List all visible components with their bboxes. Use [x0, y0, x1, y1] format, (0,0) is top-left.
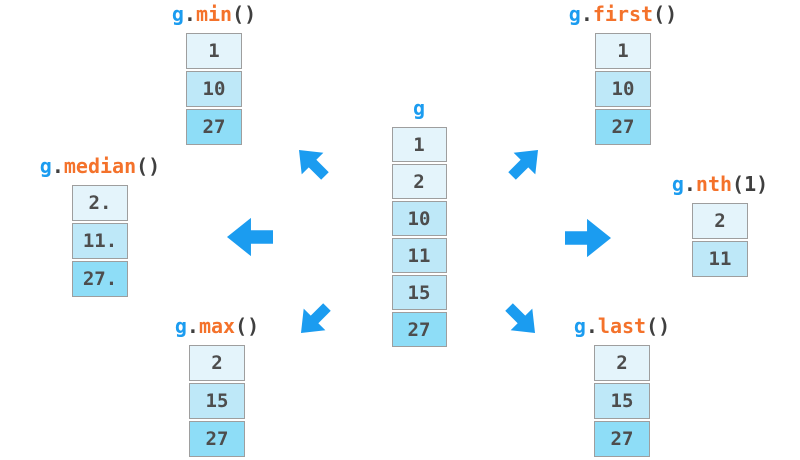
method-name: max: [198, 314, 236, 338]
op-nth-label: g.nth(1): [672, 173, 768, 195]
call-parens: (1): [732, 172, 769, 196]
call-parens: (): [232, 2, 257, 26]
op-max-label: g.max(): [175, 315, 259, 337]
source-column-group: g 1 2 10 11 15 27: [339, 97, 499, 347]
method-name: min: [195, 2, 233, 26]
op-min-table: 1 10 27: [186, 33, 242, 145]
call-parens: (): [235, 314, 260, 338]
table-cell: 27: [186, 109, 242, 145]
table-cell: 27.: [72, 261, 128, 297]
dot: .: [51, 154, 64, 178]
op-first-label: g.first(): [569, 3, 677, 25]
table-cell: 1: [391, 127, 447, 162]
object-name: g: [568, 2, 581, 26]
method-name: last: [597, 314, 647, 338]
arrow-up-left-icon: [288, 139, 337, 188]
op-median-table: 2. 11. 27.: [72, 185, 128, 297]
dot: .: [683, 172, 696, 196]
method-name: first: [592, 2, 654, 26]
op-last-label: g.last(): [574, 315, 670, 337]
arrow-down-right-icon: [498, 296, 547, 345]
op-last-table: 2 15 27: [594, 345, 650, 457]
op-max-group: g.max() 2 15 27: [137, 315, 297, 457]
op-median-group: g.median() 2. 11. 27.: [20, 155, 180, 297]
op-nth-group: g.nth(1) 2 11: [640, 173, 800, 277]
table-cell: 11.: [72, 223, 128, 259]
object-name: g: [39, 154, 52, 178]
table-cell: 11: [692, 241, 748, 277]
table-cell: 10: [595, 71, 651, 107]
source-column-table: 1 2 10 11 15 27: [391, 127, 447, 347]
object-name: g: [174, 314, 187, 338]
dot: .: [186, 314, 199, 338]
object-name: g: [171, 2, 184, 26]
table-cell: 27: [595, 109, 651, 145]
arrow-up-right-icon: [501, 139, 550, 188]
dot: .: [183, 2, 196, 26]
dot: .: [585, 314, 598, 338]
arrow-left-icon: [227, 217, 273, 257]
table-cell: 2: [594, 345, 650, 381]
dot: .: [580, 2, 593, 26]
table-cell: 2: [692, 203, 748, 239]
table-cell: 15: [391, 275, 447, 310]
arrow-right-icon: [565, 218, 611, 258]
call-parens: (): [136, 154, 161, 178]
table-cell: 1: [186, 33, 242, 69]
call-parens: (): [653, 2, 678, 26]
method-name: nth: [695, 172, 733, 196]
table-cell: 2.: [72, 185, 128, 221]
call-parens: (): [646, 314, 671, 338]
object-name: g: [412, 96, 426, 120]
op-min-label: g.min(): [172, 3, 256, 25]
arrow-down-left-icon: [290, 296, 339, 345]
op-max-table: 2 15 27: [189, 345, 245, 457]
op-first-table: 1 10 27: [595, 33, 651, 145]
op-nth-table: 2 11: [692, 203, 748, 277]
table-cell: 27: [189, 421, 245, 457]
table-cell: 2: [189, 345, 245, 381]
table-cell: 27: [391, 312, 447, 347]
table-cell: 15: [594, 383, 650, 419]
op-min-group: g.min() 1 10 27: [134, 3, 294, 145]
table-cell: 15: [189, 383, 245, 419]
table-cell: 27: [594, 421, 650, 457]
method-name: median: [63, 154, 137, 178]
source-column-label: g: [413, 97, 425, 119]
table-cell: 1: [595, 33, 651, 69]
op-median-label: g.median(): [40, 155, 160, 177]
table-cell: 10: [391, 201, 447, 236]
table-cell: 2: [391, 164, 447, 199]
op-last-group: g.last() 2 15 27: [542, 315, 702, 457]
object-name: g: [671, 172, 684, 196]
table-cell: 10: [186, 71, 242, 107]
object-name: g: [573, 314, 586, 338]
table-cell: 11: [391, 238, 447, 273]
op-first-group: g.first() 1 10 27: [543, 3, 703, 145]
